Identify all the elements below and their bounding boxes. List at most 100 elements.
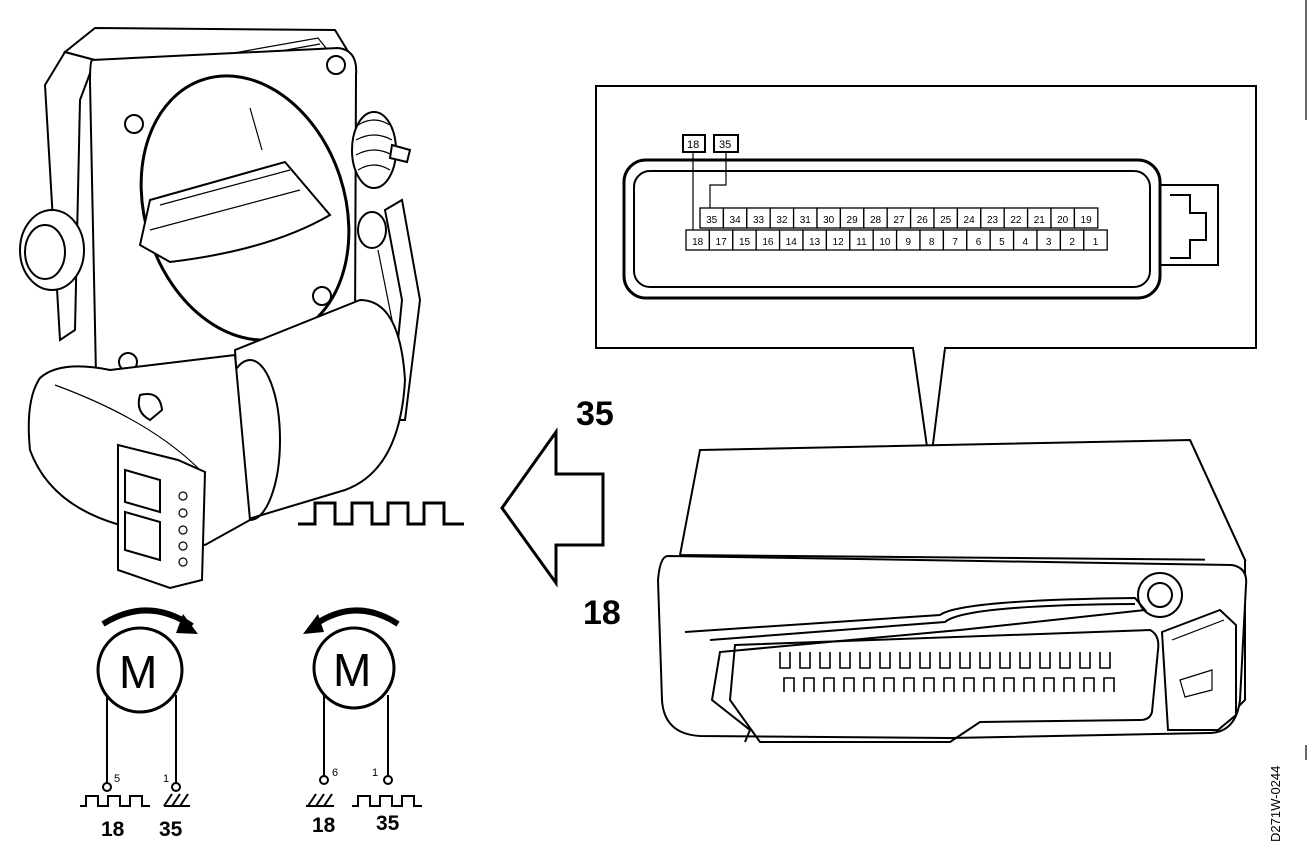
ecu-socket-pin-bottom xyxy=(1103,677,1115,692)
pin-cell-label: 27 xyxy=(893,215,905,226)
figure-code: D271W-0244 xyxy=(1268,766,1283,842)
pin-cell-30: 30 xyxy=(816,207,842,229)
ecu-socket-pin-bottom xyxy=(823,677,835,692)
pwm-waveform xyxy=(298,501,464,526)
pin-cell-4: 4 xyxy=(1012,229,1038,251)
callout-label-35: 35 xyxy=(719,139,731,151)
ground-symbol-right-icon xyxy=(306,793,334,807)
pin-cell-label: 6 xyxy=(976,237,982,248)
pin-cell-10: 10 xyxy=(872,229,898,251)
pin-row-top: 35 34 33 32 31 30 29 28 27 26 25 24 23 22 21 20 19 xyxy=(699,207,1099,229)
ecu-socket-pin-top xyxy=(1059,652,1071,669)
ecu-socket-pin-bottom xyxy=(1023,677,1035,692)
pin-cell-9: 9 xyxy=(895,229,921,251)
ecu-socket-pin-bottom xyxy=(983,677,995,692)
pulse-signal-left-icon xyxy=(80,795,150,807)
ecu-socket-pin-top xyxy=(999,652,1011,669)
pin-cell-label: 25 xyxy=(940,215,952,226)
pin-cell-17: 17 xyxy=(708,229,734,251)
motor-left-pin-a: 5 xyxy=(114,773,120,785)
pin-cell-15: 15 xyxy=(732,229,757,251)
pin-cell-label: 15 xyxy=(739,237,751,248)
ecu-socket-pin-top xyxy=(879,652,891,669)
pin-cell-label: 7 xyxy=(952,237,958,248)
pin-cell-18: 18 xyxy=(685,229,711,251)
pin-cell-label: 22 xyxy=(1010,215,1022,226)
ecu-socket-pin-bottom xyxy=(863,677,875,692)
pin-cell-1: 1 xyxy=(1083,229,1108,251)
pin-cell-label: 17 xyxy=(716,237,728,248)
pin-cell-35: 35 xyxy=(699,207,725,229)
motor-left-pin-b: 1 xyxy=(163,773,169,785)
ecu-socket-pin-top xyxy=(839,652,851,669)
ecu-socket-pin-bottom xyxy=(843,677,855,692)
signal-arrow xyxy=(500,427,605,588)
ecu-socket-pin-top xyxy=(979,652,991,669)
pin-cell-5: 5 xyxy=(989,229,1015,251)
pin-cell-label: 14 xyxy=(786,237,798,248)
pin-cell-label: 24 xyxy=(964,215,976,226)
pin-cell-3: 3 xyxy=(1036,229,1062,251)
motor-right-label-b: 35 xyxy=(376,812,400,835)
pin-cell-label: 33 xyxy=(753,215,765,226)
ecu-socket-pin-top xyxy=(819,652,831,669)
pin-cell-label: 26 xyxy=(917,215,929,226)
pin-cell-29: 29 xyxy=(839,207,865,229)
callout-box-18 xyxy=(682,134,706,153)
pin-cell-31: 31 xyxy=(792,207,818,229)
ecu-socket-pin-bottom xyxy=(963,677,975,692)
pin-cell-28: 28 xyxy=(863,207,888,229)
ground-symbol-left-icon xyxy=(163,793,190,807)
pin-cell-16: 16 xyxy=(755,229,781,251)
motor-symbol-left: M 5 1 18 35 xyxy=(80,607,198,841)
pin-cell-label: 3 xyxy=(1046,237,1052,248)
motor-circle-left xyxy=(96,626,184,714)
pin-cell-label: 31 xyxy=(800,215,812,226)
motor-label-right: M xyxy=(333,644,371,696)
pin-cell-label: 21 xyxy=(1034,215,1046,226)
pin-cell-label: 13 xyxy=(809,237,821,248)
pin-cell-label: 11 xyxy=(856,237,867,248)
pulse-signal-right-icon xyxy=(352,795,422,807)
pin-cell-label: 19 xyxy=(1081,215,1093,226)
pin-cell-label: 32 xyxy=(776,215,788,226)
motor-label-left: M xyxy=(119,646,157,698)
pin-cell-6: 6 xyxy=(966,229,991,251)
ecu-socket-pin-top xyxy=(859,652,871,669)
ecu-socket-pin-top xyxy=(1079,652,1091,669)
pin-cell-label: 28 xyxy=(870,215,882,226)
ecu-socket-pin-top xyxy=(1019,652,1031,669)
pin-cell-label: 20 xyxy=(1057,215,1069,226)
pin-cell-12: 12 xyxy=(825,229,851,251)
ecu-socket-pin-top xyxy=(1039,652,1051,669)
pin-cell-label: 23 xyxy=(987,215,999,226)
pin-cell-19: 19 xyxy=(1073,207,1099,229)
ecu-socket-pin-bottom xyxy=(903,677,915,692)
signal-label-bottom: 18 xyxy=(583,594,621,632)
pin-cell-label: 2 xyxy=(1069,237,1075,248)
pin-cell-label: 35 xyxy=(706,215,718,226)
pin-cell-label: 4 xyxy=(1023,237,1029,248)
pin-cell-2: 2 xyxy=(1059,229,1085,251)
pin-cell-34: 34 xyxy=(722,207,748,229)
pin-cell-label: 29 xyxy=(847,215,859,226)
pin-cell-14: 14 xyxy=(778,229,804,251)
ecu-socket-pin-top xyxy=(799,652,811,669)
pin-cell-label: 18 xyxy=(692,237,704,248)
pin-cell-26: 26 xyxy=(909,207,935,229)
ecu-socket-pin-bottom xyxy=(1003,677,1015,692)
rotation-arrow-counterclockwise-icon xyxy=(311,607,400,629)
pin-cell-8: 8 xyxy=(919,229,945,251)
pin-cell-7: 7 xyxy=(942,229,968,251)
pin-cell-11: 11 xyxy=(849,229,874,251)
motor-left-label-a: 18 xyxy=(101,818,125,841)
throttle-body-illustration xyxy=(19,26,422,590)
motor-left-label-b: 35 xyxy=(159,818,183,841)
ecu-socket-pins xyxy=(779,652,1115,692)
pin-cell-21: 21 xyxy=(1026,207,1052,229)
pin-cell-label: 30 xyxy=(823,215,835,226)
ecu-socket-pin-top xyxy=(939,652,951,669)
pin-cell-13: 13 xyxy=(802,229,828,251)
